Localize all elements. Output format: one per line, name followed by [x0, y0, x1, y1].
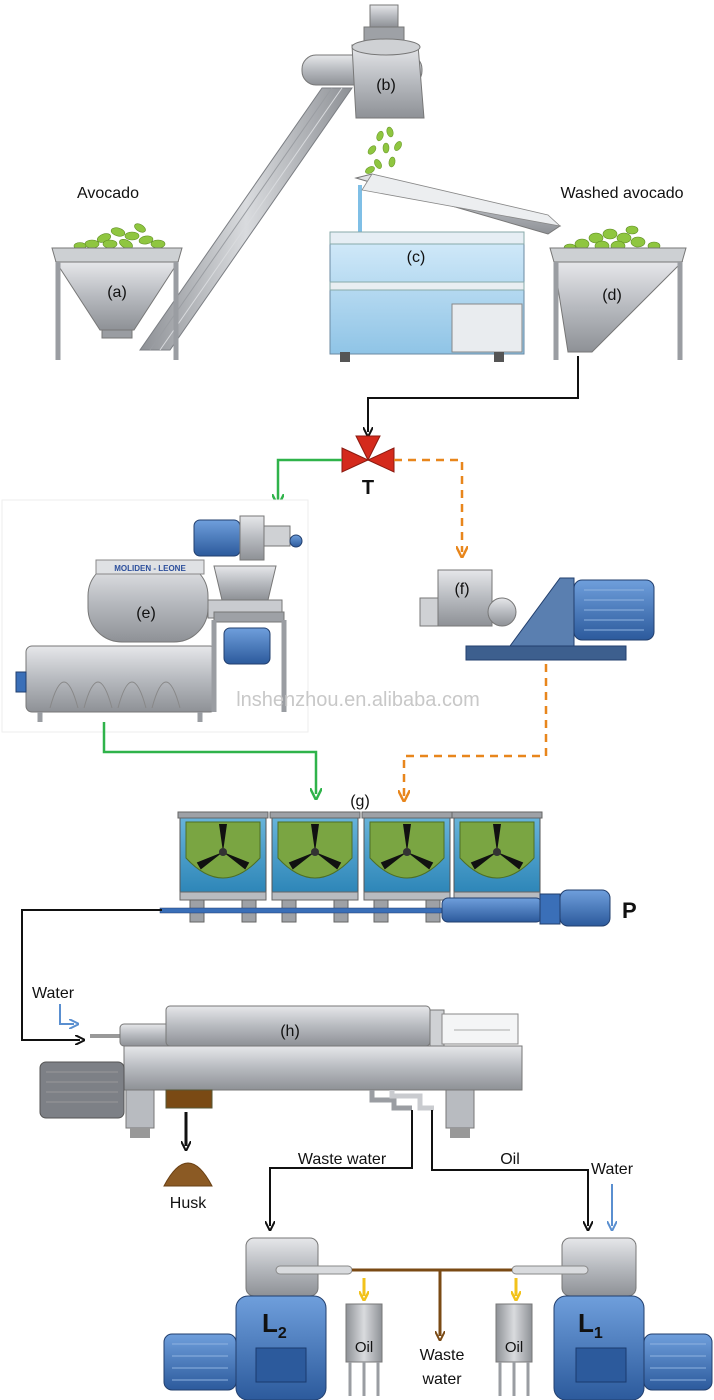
- label-a: (a): [107, 284, 127, 301]
- pump-f: [419, 569, 655, 661]
- flow-water-in: [59, 1004, 74, 1024]
- label-b: (b): [376, 77, 396, 94]
- label-c: (c): [407, 249, 426, 266]
- oil-container-left: [345, 1303, 383, 1396]
- machine-e: MOLIDEN - LEONE: [1, 499, 309, 733]
- flow-valve-to-f: [394, 458, 462, 552]
- label-waste-water-line: Waste water: [298, 1151, 387, 1168]
- label-g: (g): [350, 793, 370, 810]
- label-e: (e): [136, 605, 156, 622]
- separator-l1: [511, 1237, 713, 1400]
- elevator-head-b: [301, 4, 425, 119]
- decanter-h: [39, 1005, 523, 1138]
- label-oil-line: Oil: [500, 1151, 520, 1168]
- label-husk: Husk: [170, 1195, 207, 1212]
- malaxer-tank: [177, 811, 269, 923]
- label-water-l1: Water: [591, 1161, 634, 1178]
- label-f: (f): [454, 581, 469, 598]
- flow-g-to-h: [21, 909, 162, 1040]
- label-l1: L1: [578, 1308, 603, 1342]
- three-way-valve: [341, 435, 395, 473]
- label-p: P: [622, 898, 637, 923]
- hopper-d: [549, 225, 687, 360]
- flow-waste-water-to-l2: [270, 1110, 413, 1226]
- flow-f-to-g: [404, 664, 548, 796]
- malaxer-tank: [269, 811, 361, 923]
- label-h: (h): [280, 1023, 300, 1040]
- label-water-in: Water: [32, 985, 75, 1002]
- washer-c: [329, 173, 562, 362]
- flow-oil-to-l1: [431, 1110, 588, 1226]
- label-t: T: [362, 477, 374, 499]
- machine-brand: MOLIDEN - LEONE: [114, 564, 186, 573]
- malaxer-tank: [451, 811, 543, 923]
- pump-p: [159, 889, 611, 927]
- falling-avocados: [365, 126, 402, 174]
- label-oil-right: Oil: [505, 1339, 523, 1356]
- separator-l2: [163, 1237, 353, 1400]
- watermark: lnshenzhou.en.alibaba.com: [236, 689, 480, 711]
- label-avocado: Avocado: [77, 185, 139, 202]
- flow-d-to-valve: [368, 356, 579, 432]
- hopper-a: [51, 223, 183, 360]
- inclined-conveyor: [139, 87, 353, 351]
- label-washed-avocado: Washed avocado: [560, 185, 683, 202]
- malaxer-tanks-g: [177, 811, 543, 923]
- label-waste-bottom-1: Waste: [420, 1347, 465, 1364]
- label-d: (d): [602, 287, 622, 304]
- label-l2: L2: [262, 1308, 287, 1342]
- oil-container-right: [495, 1303, 533, 1396]
- label-waste-bottom-2: water: [421, 1371, 462, 1388]
- husk-pile: [163, 1162, 213, 1187]
- flow-e-to-g: [102, 722, 316, 794]
- malaxer-tank: [361, 811, 453, 923]
- label-oil-left: Oil: [355, 1339, 373, 1356]
- flow-valve-to-e: [278, 458, 342, 500]
- avocado-pile-a: [73, 223, 166, 250]
